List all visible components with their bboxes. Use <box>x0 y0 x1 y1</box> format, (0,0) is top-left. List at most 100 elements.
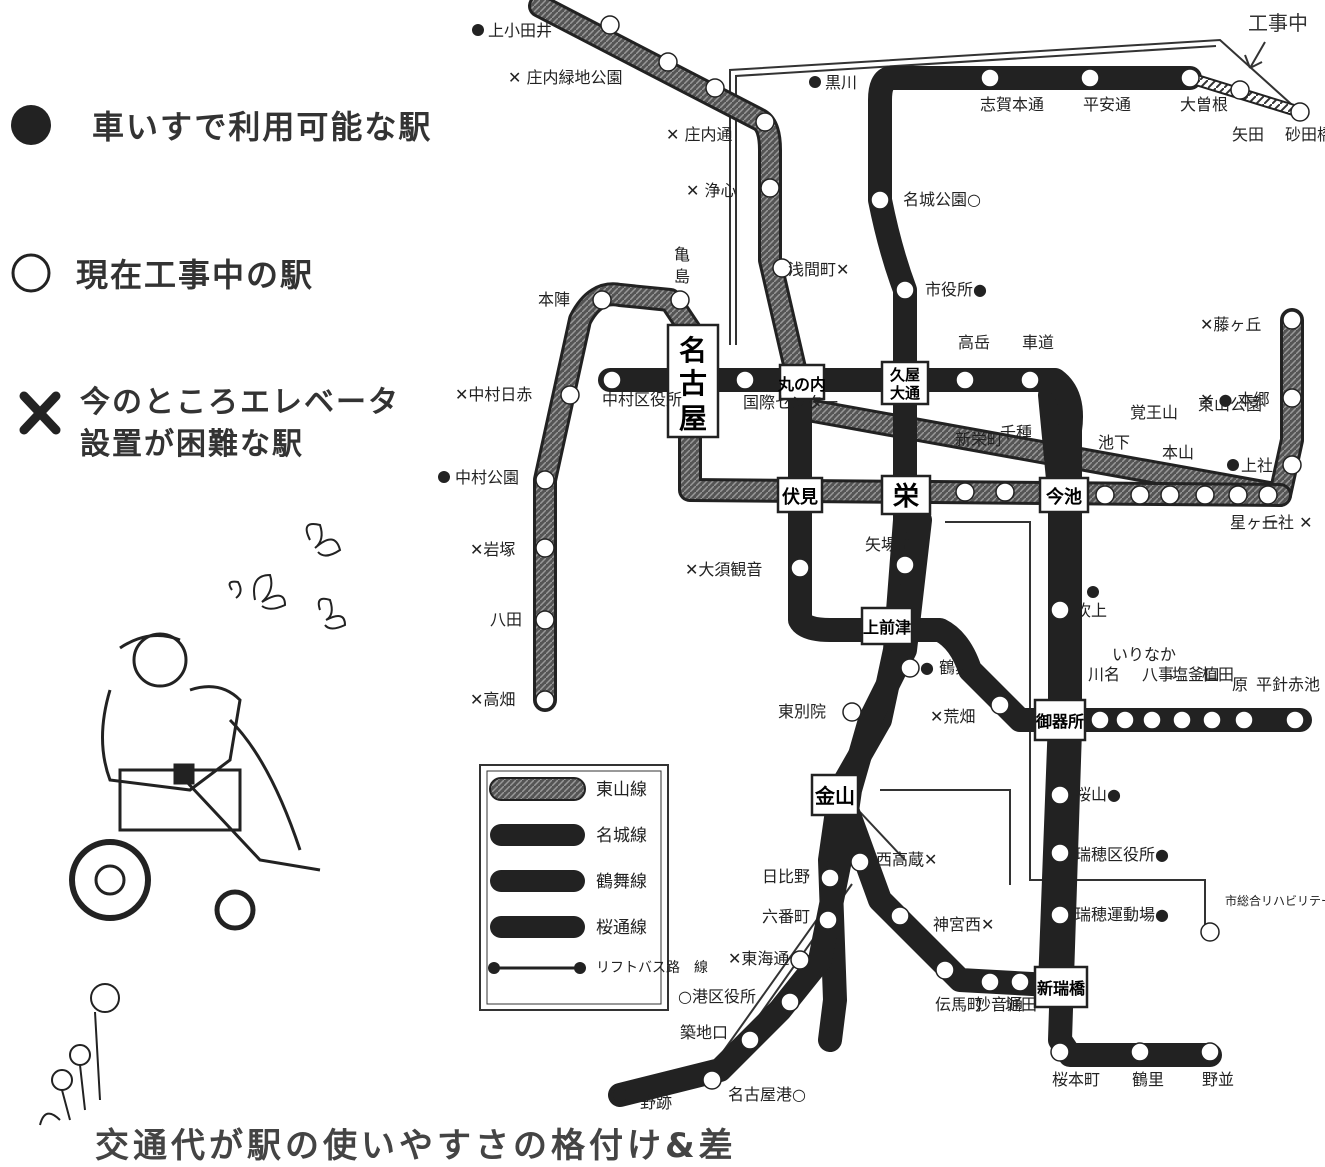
transfer-nagoya-2: 古 <box>679 367 707 400</box>
legend-difficult: 今のところエレベータ 設置が困難な駅 <box>16 382 400 466</box>
transfer-nagoya-3: 屋 <box>679 402 707 435</box>
label-honjin: 本陣 <box>538 290 570 309</box>
legend-difficult-label-2: 設置が困難な駅 <box>80 427 304 462</box>
key-tsurumai: 鶴舞線 <box>596 872 647 892</box>
transfer-sakae: 栄 <box>892 482 920 512</box>
label-ikeshita: 池下 <box>1098 433 1130 452</box>
transfer-hisaya-1: 久屋 <box>890 366 920 384</box>
label-nakamura-kuyakusho: 中村区役所 <box>602 390 682 409</box>
label-meijo-koen: 名城公園○ <box>903 190 981 209</box>
legend-accessible: 車いすで利用可能な駅 <box>8 102 432 148</box>
label-shiyakusho: 市役所● <box>925 280 987 299</box>
label-higashiyama-koen: 東山公園 <box>1198 395 1262 414</box>
label-ueda: 植田 <box>1202 665 1234 684</box>
label-sengencho: 浅間町✕ <box>788 260 849 279</box>
label-takabata: ✕高畑 <box>470 690 515 709</box>
legend-under-construction: 現在工事中の駅 <box>8 250 314 296</box>
station-labels: 上小田井 ✕ 庄内緑地公園 ✕ 庄内通 ✕ 浄心 浅間町✕ 本陣 亀 島 ✕中村… <box>438 21 1325 1112</box>
transfer-kanayama: 金山 <box>814 784 855 808</box>
label-tsuruzato: 鶴里 <box>1132 1070 1164 1089</box>
label-kawana: 川名 <box>1088 665 1120 684</box>
label-kameshima-1: 亀 <box>674 245 690 264</box>
transfer-boxes: 名 古 屋 丸の内 久屋 大通 伏見 栄 今池 上前津 金山 御器所 新瑞橋 <box>666 323 1090 1009</box>
construction-annotation: 工事中 <box>1248 11 1308 35</box>
label-yada: 矢田 <box>1232 125 1264 144</box>
key-higashiyama: 東山線 <box>596 780 647 800</box>
tsurumai-line <box>788 368 1312 732</box>
label-hirabari: 平針 <box>1256 675 1288 694</box>
label-rehab-center: 市総合リハビリテーションセンター <box>1225 893 1325 908</box>
label-kakuozan: 覚王山 <box>1130 403 1178 422</box>
label-shonairyokuchi: ✕ 庄内緑地公園 <box>508 68 623 87</box>
label-kurumamichi: 車道 <box>1022 333 1054 352</box>
transfer-aratama: 新瑞橋 <box>1037 979 1086 998</box>
legend-accessible-label: 車いすで利用可能な駅 <box>92 108 433 146</box>
label-mizuho-kuyakusho: 瑞穂区役所● <box>1075 845 1169 864</box>
label-nishitakakura: 西高蔵✕ <box>876 850 937 869</box>
label-minato-kuyakusho: ○港区役所 <box>678 987 756 1006</box>
label-yabacho: 矢場町 <box>865 535 913 554</box>
transfer-kamimaezu: 上前津 <box>863 618 911 637</box>
key-sakuradori: 桜通線 <box>596 918 647 938</box>
label-fujigaoka: ✕藤ヶ丘 <box>1200 315 1261 334</box>
label-tsurumai: ● 鶴舞 <box>920 658 971 677</box>
label-myoondori: 妙音通 <box>975 995 1023 1014</box>
label-shiogamaguchi: 塩釜口 <box>1172 665 1220 684</box>
transfer-imaike: 今池 <box>1046 486 1082 508</box>
label-hara: 原 <box>1232 675 1248 694</box>
label-hatta: 八田 <box>490 610 522 629</box>
label-shigahondori: 志賀本通 <box>980 95 1044 114</box>
filled-circle-icon <box>11 105 51 145</box>
label-nakamura-nisseki: ✕中村日赤 <box>455 385 532 404</box>
label-kokusai-center: 国際センター <box>743 393 839 412</box>
label-jingu-nishi: 神宮西✕ <box>933 915 994 934</box>
label-noseki: 野跡 <box>640 1093 672 1112</box>
transfer-hisaya-2: 大通 <box>890 384 920 402</box>
label-arahata: ✕荒畑 <box>930 707 975 726</box>
label-joshin: ✕ 浄心 <box>686 181 737 200</box>
label-motoyama: 本山 <box>1162 443 1194 462</box>
meiko-line <box>608 508 932 1107</box>
label-issha: 一社 ✕ <box>1262 513 1313 532</box>
label-sakurahonmachi: 桜本町 <box>1052 1070 1100 1089</box>
cross-icon <box>19 391 61 435</box>
label-akaike: 赤池 <box>1288 675 1320 694</box>
transfer-nagoya-1: 名 <box>679 334 707 367</box>
label-irinaka: いりなか <box>1112 645 1176 664</box>
label-ozone: 大曽根 <box>1180 95 1228 114</box>
label-nonami: 野並 <box>1202 1070 1234 1089</box>
transfer-gokiso: 御器所 <box>1035 712 1084 731</box>
label-iwatsuka: ✕岩塚 <box>470 540 515 559</box>
label-hongo: ✕ ● 本郷 <box>1200 390 1270 409</box>
label-shonaidori: ✕ 庄内通 <box>666 125 733 144</box>
transfer-fushimi: 伏見 <box>782 486 818 508</box>
legend-difficult-label-1: 今のところエレベータ <box>80 385 400 420</box>
wheelchair-illustration <box>69 632 321 931</box>
label-takaoka: 高岳 <box>958 333 990 352</box>
label-mizuho-undojo: 瑞穂運動場● <box>1075 905 1169 924</box>
label-temmacho: 伝馬町 <box>935 995 983 1014</box>
label-horita: 堀田 <box>1005 995 1037 1014</box>
station-dots <box>535 15 1305 1090</box>
label-sunadabashi: 砂田橋 <box>1285 125 1325 144</box>
label-sakurayama: 桜山● <box>1075 785 1121 804</box>
label-kamiotai: 上小田井 <box>488 21 552 40</box>
label-yagoto: 八事 <box>1142 665 1174 684</box>
legend-construction-label: 現在工事中の駅 <box>76 256 315 294</box>
construction-station-marker <box>1230 80 1250 100</box>
butterfly-doodles <box>228 523 347 630</box>
label-hoshigaoka: 星ヶ丘 <box>1230 513 1278 532</box>
bottom-caption: 交通代が駅の使いやすさの格付け&差 <box>95 1126 737 1166</box>
label-chikusa: 千種 <box>1000 423 1032 442</box>
label-tokaidori: ✕東海通 <box>728 949 789 968</box>
open-circle-icon <box>11 253 51 293</box>
key-liftbus: リフトバス路 線 <box>596 960 708 976</box>
sakuradori-line <box>598 368 1222 1067</box>
label-tsukijiguchi: 築地口 <box>680 1023 728 1042</box>
flower-doodles <box>39 983 120 1126</box>
label-nakamura-koen: 中村公園 <box>455 468 519 487</box>
arrow-icon <box>1244 41 1266 69</box>
label-rokubancho: 六番町 <box>762 907 810 926</box>
label-shinsakaemachi: 新栄町 <box>955 430 1003 449</box>
